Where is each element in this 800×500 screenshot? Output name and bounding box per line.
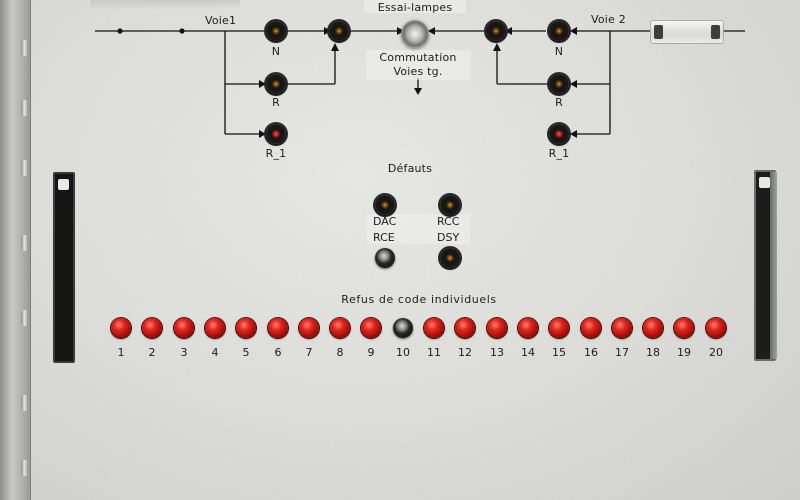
socket-voie2-out[interactable] bbox=[486, 21, 506, 41]
left-rail bbox=[0, 0, 31, 500]
socket-voie2-r[interactable] bbox=[549, 74, 569, 94]
refus-number-label: 20 bbox=[709, 346, 723, 359]
refus-number-label: 7 bbox=[305, 346, 313, 359]
refus-number-label: 9 bbox=[367, 346, 375, 359]
refus-indicator[interactable] bbox=[549, 318, 569, 338]
connector-cap bbox=[711, 25, 720, 39]
handle-screw bbox=[759, 177, 770, 188]
voie1-r1-label: R_1 bbox=[265, 147, 287, 160]
refus-number-label: 11 bbox=[427, 346, 441, 359]
refus-indicator[interactable] bbox=[205, 318, 225, 338]
refus-number-label: 19 bbox=[677, 346, 691, 359]
defauts-title: Défauts bbox=[387, 162, 433, 175]
refus-indicator[interactable] bbox=[142, 318, 162, 338]
dsy-label: DSY bbox=[437, 231, 460, 244]
refus-number-label: 17 bbox=[615, 346, 629, 359]
refus-number-label: 18 bbox=[646, 346, 660, 359]
socket-dsy[interactable] bbox=[440, 248, 460, 268]
refus-indicator[interactable] bbox=[424, 318, 444, 338]
refus-number-label: 15 bbox=[552, 346, 566, 359]
refus-number-label: 13 bbox=[490, 346, 504, 359]
commutation-label-box bbox=[366, 50, 471, 80]
voie2-label: Voie 2 bbox=[591, 13, 626, 26]
refus-indicator[interactable] bbox=[455, 318, 475, 338]
refus-indicator[interactable] bbox=[268, 318, 288, 338]
refus-number-label: 3 bbox=[180, 346, 188, 359]
voie1-r-label: R bbox=[272, 96, 280, 109]
refus-number-label: 14 bbox=[521, 346, 535, 359]
refus-indicator-unlit[interactable] bbox=[393, 318, 413, 338]
commutation-label: Commutation Voies tg. bbox=[379, 51, 456, 79]
refus-number-label: 2 bbox=[148, 346, 156, 359]
rail-rivet bbox=[21, 395, 28, 411]
voie2-r1-label: R_1 bbox=[548, 147, 570, 160]
refus-number-label: 4 bbox=[211, 346, 219, 359]
rce-label: RCE bbox=[373, 231, 395, 244]
defauts-label-box bbox=[367, 214, 470, 244]
essai-label-box bbox=[364, 0, 466, 13]
refus-indicator[interactable] bbox=[518, 318, 538, 338]
refus-indicator[interactable] bbox=[612, 318, 632, 338]
refus-indicator[interactable] bbox=[706, 318, 726, 338]
rail-rivet bbox=[21, 40, 28, 56]
rail-rivet bbox=[21, 100, 28, 116]
rail-rivet bbox=[21, 460, 28, 476]
refus-indicator[interactable] bbox=[487, 318, 507, 338]
voie2-n-label: N bbox=[554, 45, 564, 58]
right-handle[interactable] bbox=[754, 170, 777, 361]
refus-indicator[interactable] bbox=[674, 318, 694, 338]
refus-indicator[interactable] bbox=[643, 318, 663, 338]
refus-number-label: 6 bbox=[274, 346, 282, 359]
voie1-label: Voie1 bbox=[205, 14, 237, 27]
rail-rivet bbox=[21, 160, 28, 176]
refus-indicator[interactable] bbox=[111, 318, 131, 338]
rail-rivet bbox=[21, 310, 28, 326]
essai-lampes-label: Essai-lampes bbox=[377, 1, 453, 14]
indicator-rce[interactable] bbox=[375, 248, 395, 268]
connector-bar bbox=[650, 20, 724, 44]
handle-screw bbox=[58, 179, 69, 190]
socket-voie2-n[interactable] bbox=[549, 21, 569, 41]
refus-number-label: 8 bbox=[336, 346, 344, 359]
refus-indicator[interactable] bbox=[361, 318, 381, 338]
left-handle[interactable] bbox=[53, 172, 75, 363]
socket-voie1-r1[interactable] bbox=[266, 124, 286, 144]
socket-voie1-r[interactable] bbox=[266, 74, 286, 94]
commutation-line2: Voies tg. bbox=[393, 65, 443, 78]
refus-number-label: 16 bbox=[584, 346, 598, 359]
refus-number-label: 5 bbox=[242, 346, 250, 359]
socket-voie1-n[interactable] bbox=[266, 21, 286, 41]
connector-cap bbox=[654, 25, 663, 39]
commutation-line1: Commutation bbox=[379, 51, 457, 64]
voie1-n-label: N bbox=[271, 45, 281, 58]
commutation-knob[interactable] bbox=[401, 20, 429, 48]
refus-indicator[interactable] bbox=[330, 318, 350, 338]
socket-voie1-out[interactable] bbox=[329, 21, 349, 41]
socket-dac[interactable] bbox=[375, 195, 395, 215]
voie2-r-label: R bbox=[555, 96, 563, 109]
refus-indicator[interactable] bbox=[581, 318, 601, 338]
refus-indicator[interactable] bbox=[174, 318, 194, 338]
socket-rcc[interactable] bbox=[440, 195, 460, 215]
handle-bracket bbox=[770, 172, 777, 359]
refus-indicator[interactable] bbox=[236, 318, 256, 338]
rail-rivet bbox=[21, 235, 28, 251]
refus-number-label: 10 bbox=[396, 346, 410, 359]
dac-label: DAC bbox=[373, 215, 397, 228]
refus-indicator[interactable] bbox=[299, 318, 319, 338]
refus-title: Refus de code individuels bbox=[341, 293, 497, 306]
refus-number-label: 1 bbox=[117, 346, 125, 359]
rcc-label: RCC bbox=[437, 215, 460, 228]
refus-number-label: 12 bbox=[458, 346, 472, 359]
socket-voie2-r1[interactable] bbox=[549, 124, 569, 144]
top-shadow bbox=[90, 0, 240, 10]
